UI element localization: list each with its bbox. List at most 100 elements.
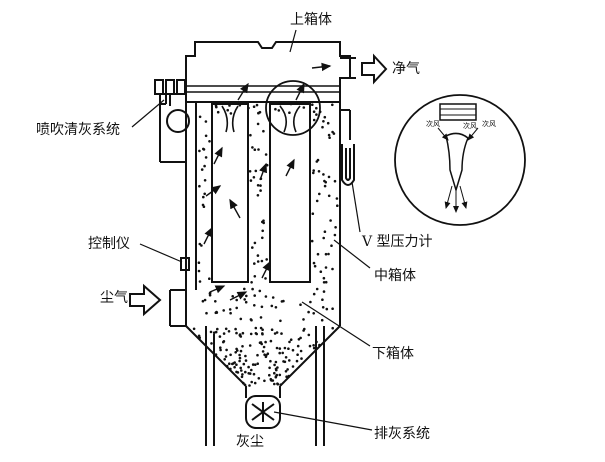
dust-particle xyxy=(231,295,234,298)
dust-particle xyxy=(253,148,257,151)
dust-particle xyxy=(327,175,331,179)
dust-particle xyxy=(322,173,325,176)
dust-particle xyxy=(262,219,265,222)
dust-particle xyxy=(284,356,288,359)
dust-particle xyxy=(254,169,258,173)
dust-particle xyxy=(253,363,257,367)
label-ash-discharge: 排灰系统 xyxy=(374,426,430,442)
dust-particle xyxy=(254,332,258,335)
dust-particle xyxy=(261,229,265,233)
dust-particle xyxy=(261,332,264,335)
dust-particle xyxy=(198,149,201,153)
dust-particle xyxy=(203,298,207,302)
dust-particle xyxy=(322,276,326,280)
dust-particle xyxy=(271,379,275,382)
dust-particle xyxy=(264,340,267,344)
dust-particle xyxy=(291,365,295,368)
dust-particle xyxy=(259,341,263,344)
dust-particle xyxy=(262,129,265,133)
dust-particle xyxy=(328,136,331,139)
dust-particle xyxy=(312,346,316,350)
dust-particle xyxy=(238,103,242,107)
dust-gas-arrow xyxy=(129,283,162,317)
dust-particle xyxy=(256,362,260,366)
dust-particle xyxy=(307,310,310,314)
dust-particle xyxy=(287,374,291,378)
flow-arrow xyxy=(295,82,305,101)
air-tank xyxy=(166,109,190,133)
dust-particle xyxy=(331,307,334,311)
dust-particle xyxy=(295,359,299,363)
dust-particle xyxy=(281,351,285,355)
dust-particle xyxy=(327,252,330,256)
flow-arrow xyxy=(229,198,241,219)
dust-particle xyxy=(322,290,326,293)
dust-particle xyxy=(274,360,278,364)
inset-left-label: 次风 xyxy=(426,119,440,128)
flow-arrow xyxy=(261,260,271,279)
dust-particle xyxy=(312,292,316,296)
dust-particle xyxy=(275,331,279,334)
dust-particle xyxy=(315,160,319,163)
dust-particle xyxy=(240,375,244,379)
dust-particle xyxy=(235,298,238,302)
dust-particle xyxy=(269,359,272,363)
dust-particle xyxy=(325,307,329,311)
dust-particle xyxy=(235,363,238,367)
dust-particle xyxy=(312,312,316,315)
dust-particle xyxy=(254,326,258,330)
inset-blowpipe xyxy=(439,103,477,121)
dust-particle xyxy=(239,317,243,321)
dust-particle xyxy=(299,303,302,307)
flow-arrow xyxy=(285,158,295,177)
dust-particle xyxy=(279,383,283,387)
dust-particle xyxy=(309,300,312,304)
dust-particle xyxy=(282,360,285,363)
dust-particle xyxy=(287,347,290,351)
dust-particle xyxy=(238,353,241,357)
dust-particle xyxy=(229,311,232,315)
flow-arrow xyxy=(209,285,226,294)
dust-particle xyxy=(323,115,327,119)
dust-particle xyxy=(312,169,316,172)
dust-particle xyxy=(229,353,232,357)
dust-particle xyxy=(251,246,254,249)
dust-particle xyxy=(214,353,218,356)
dust-particle xyxy=(250,380,253,384)
dust-particle xyxy=(200,168,204,171)
dust-particle xyxy=(323,230,327,233)
dust-particle xyxy=(242,381,245,385)
dust-particle xyxy=(251,146,254,149)
dust-particle xyxy=(204,156,208,159)
dust-particle xyxy=(260,305,264,309)
dust-particle xyxy=(248,170,252,173)
dust-particle xyxy=(203,192,206,196)
dust-particle xyxy=(248,372,252,375)
dust-particle xyxy=(315,199,319,203)
dust-particle xyxy=(268,366,271,370)
dust-particle xyxy=(318,343,321,347)
dust-particle xyxy=(252,105,256,108)
dust-particle xyxy=(268,373,271,377)
dust-particle xyxy=(243,298,246,301)
dust-particle xyxy=(260,259,264,263)
dust-particle xyxy=(250,281,253,284)
dust-particle xyxy=(239,366,242,370)
dust-particle xyxy=(274,306,278,309)
dust-particle xyxy=(274,107,277,111)
dust-particle xyxy=(331,130,334,134)
dust-particle xyxy=(198,184,201,188)
dust-particle xyxy=(291,348,295,352)
dust-particle xyxy=(279,102,282,106)
dust-particle xyxy=(222,309,225,312)
dust-particle xyxy=(257,148,260,151)
dust-particle xyxy=(222,340,225,344)
upper-box xyxy=(185,41,351,103)
dust-particle xyxy=(316,252,320,256)
dust-particle xyxy=(214,300,217,303)
dust-particle xyxy=(202,147,205,151)
dust-particle xyxy=(321,298,324,302)
dust-particle xyxy=(277,109,281,112)
dust-particle xyxy=(243,287,246,291)
dust-particle xyxy=(288,359,291,362)
